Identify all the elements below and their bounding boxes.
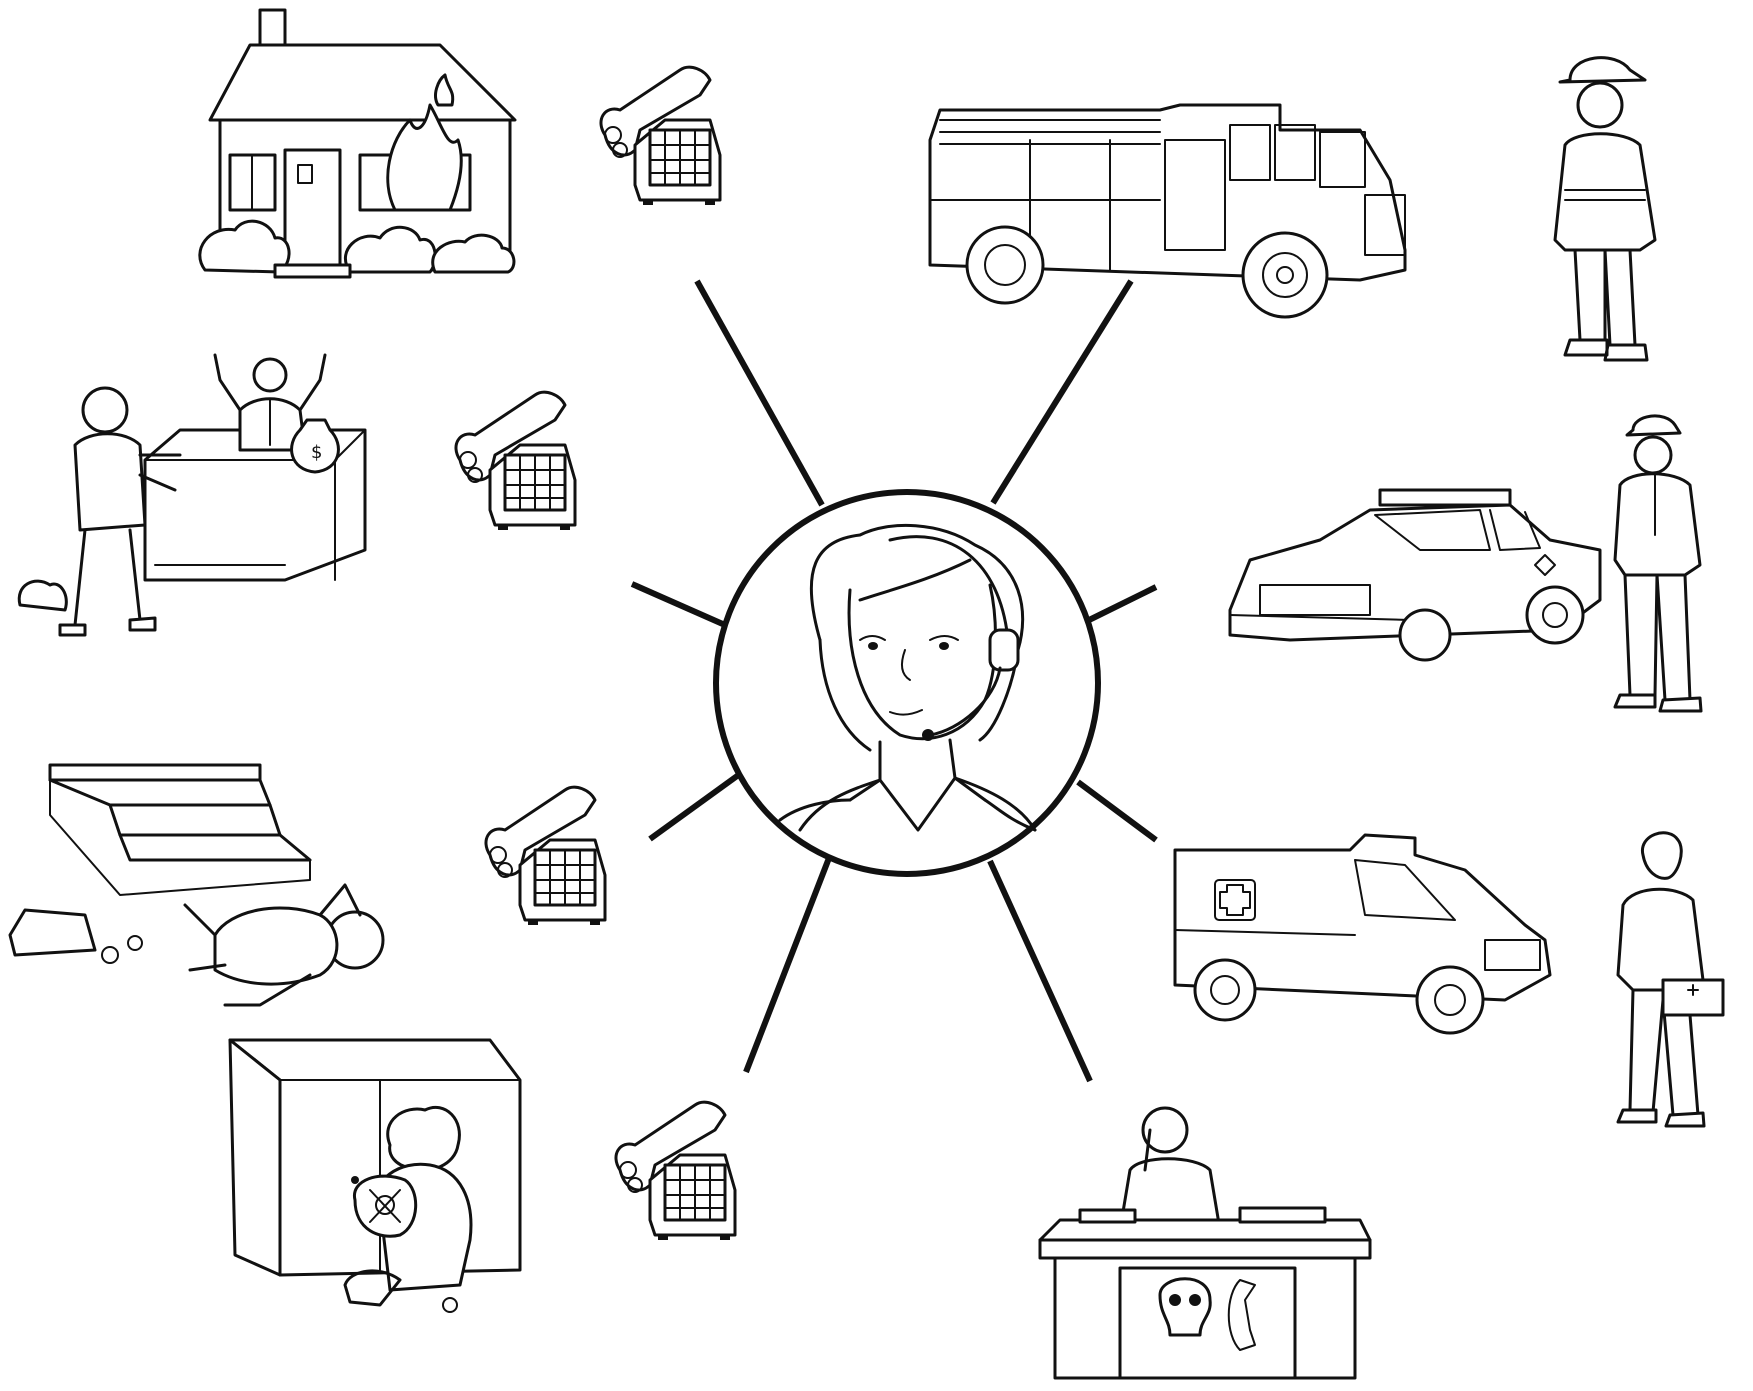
spoke-fire-truck: [993, 281, 1131, 503]
ambulance-icon: [1175, 835, 1550, 1033]
spoke-poison-control: [990, 861, 1090, 1081]
spoke-house-fire: [697, 281, 822, 505]
telephone-icon: [456, 392, 575, 530]
spoke-police: [1083, 587, 1156, 623]
spoke-fall: [650, 771, 744, 839]
dispatcher-circle: [716, 492, 1098, 874]
child-with-poison-bottle-icon: [230, 1040, 520, 1312]
svg-text:$: $: [311, 442, 322, 463]
police-car-icon: [1230, 490, 1600, 660]
fire-truck-icon: [930, 105, 1405, 317]
police-officer-icon: [1615, 416, 1701, 711]
firefighter-icon: [1555, 58, 1655, 360]
paramedic-icon: [1618, 833, 1723, 1126]
fallen-person-icon: [10, 765, 383, 1005]
armed-robbery-icon: $: [19, 355, 365, 635]
spoke-ambulance: [1078, 782, 1156, 840]
spoke-robbery: [632, 584, 725, 625]
telephone-icon: [616, 1102, 735, 1240]
telephone-icon: [601, 67, 720, 205]
telephone-icon: [486, 787, 605, 925]
poison-control-desk-icon: [1040, 1108, 1370, 1378]
burning-house-icon: [200, 10, 515, 277]
spoke-poison: [746, 858, 829, 1072]
